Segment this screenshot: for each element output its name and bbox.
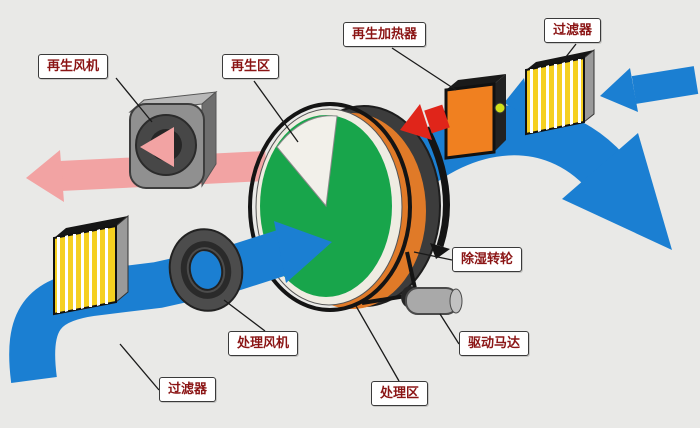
leader-regen-zone <box>253 80 299 143</box>
wheel-regen-sector <box>276 115 338 208</box>
filter-top-unit <box>525 48 595 136</box>
heater-front-face <box>444 82 496 160</box>
regen-fan-flow-arrowhead-icon <box>140 127 174 167</box>
regen-heater <box>444 74 506 160</box>
leader-lines <box>115 43 577 391</box>
filter-top-pleats <box>530 59 581 133</box>
leader-process-zone <box>355 305 400 382</box>
regen-exhaust-arrowhead-icon <box>26 150 64 202</box>
leader-motor <box>439 313 460 345</box>
leader-wheel <box>413 251 453 261</box>
label-filter-top: 过滤器 <box>544 18 602 43</box>
label-process-zone: 处理区 <box>371 381 429 406</box>
filter-top-side-face <box>583 48 595 124</box>
filter-top-top-face <box>526 50 594 70</box>
process-fan <box>168 228 244 312</box>
wheel-rotation-arrow <box>422 126 450 248</box>
hot-air-band <box>424 104 450 134</box>
filter-bottom-top-face <box>54 216 128 238</box>
heater-indicator-icon <box>494 102 506 114</box>
label-regen-fan: 再生风机 <box>38 54 109 79</box>
leader-process-fan <box>223 299 266 332</box>
label-filter-bottom: 过滤器 <box>159 377 217 402</box>
label-wheel: 除湿转轮 <box>452 247 523 272</box>
label-regen-heater: 再生加热器 <box>343 22 427 47</box>
heater-top-face <box>446 74 506 90</box>
regen-fan <box>128 90 218 189</box>
leader-filter-bottom <box>119 343 160 391</box>
leader-regen-fan <box>115 77 153 123</box>
regen-inlet-arrow-right <box>600 66 699 112</box>
process-fan-inner-ring <box>180 241 232 299</box>
hot-air-arrow <box>400 104 450 140</box>
leader-regen-heater <box>391 47 457 91</box>
drive-motor <box>361 251 463 315</box>
filter-bottom-side-face <box>115 214 129 304</box>
belt-upper <box>405 251 418 294</box>
filter-bottom-unit <box>53 214 129 316</box>
process-air-arrowhead-icon <box>274 221 332 283</box>
regen-inlet-arrowhead-icon <box>600 68 638 112</box>
filter-bottom-pleats <box>57 228 108 313</box>
dry-air-arrowhead-icon <box>562 133 672 250</box>
regen-inlet-band <box>631 66 699 104</box>
label-process-fan: 处理风机 <box>228 331 299 356</box>
wheel-belt-ring <box>248 102 412 312</box>
belt-lower <box>361 294 407 305</box>
label-regen-zone: 再生区 <box>222 54 280 79</box>
label-motor: 驱动马达 <box>459 331 530 356</box>
leader-filter-top <box>561 43 577 63</box>
wheel-rotation-arrowhead-icon <box>430 243 450 259</box>
hot-air-arrowhead-icon <box>400 104 432 140</box>
filter-bottom-front-face <box>53 224 117 316</box>
motor-end-cap <box>449 288 463 314</box>
